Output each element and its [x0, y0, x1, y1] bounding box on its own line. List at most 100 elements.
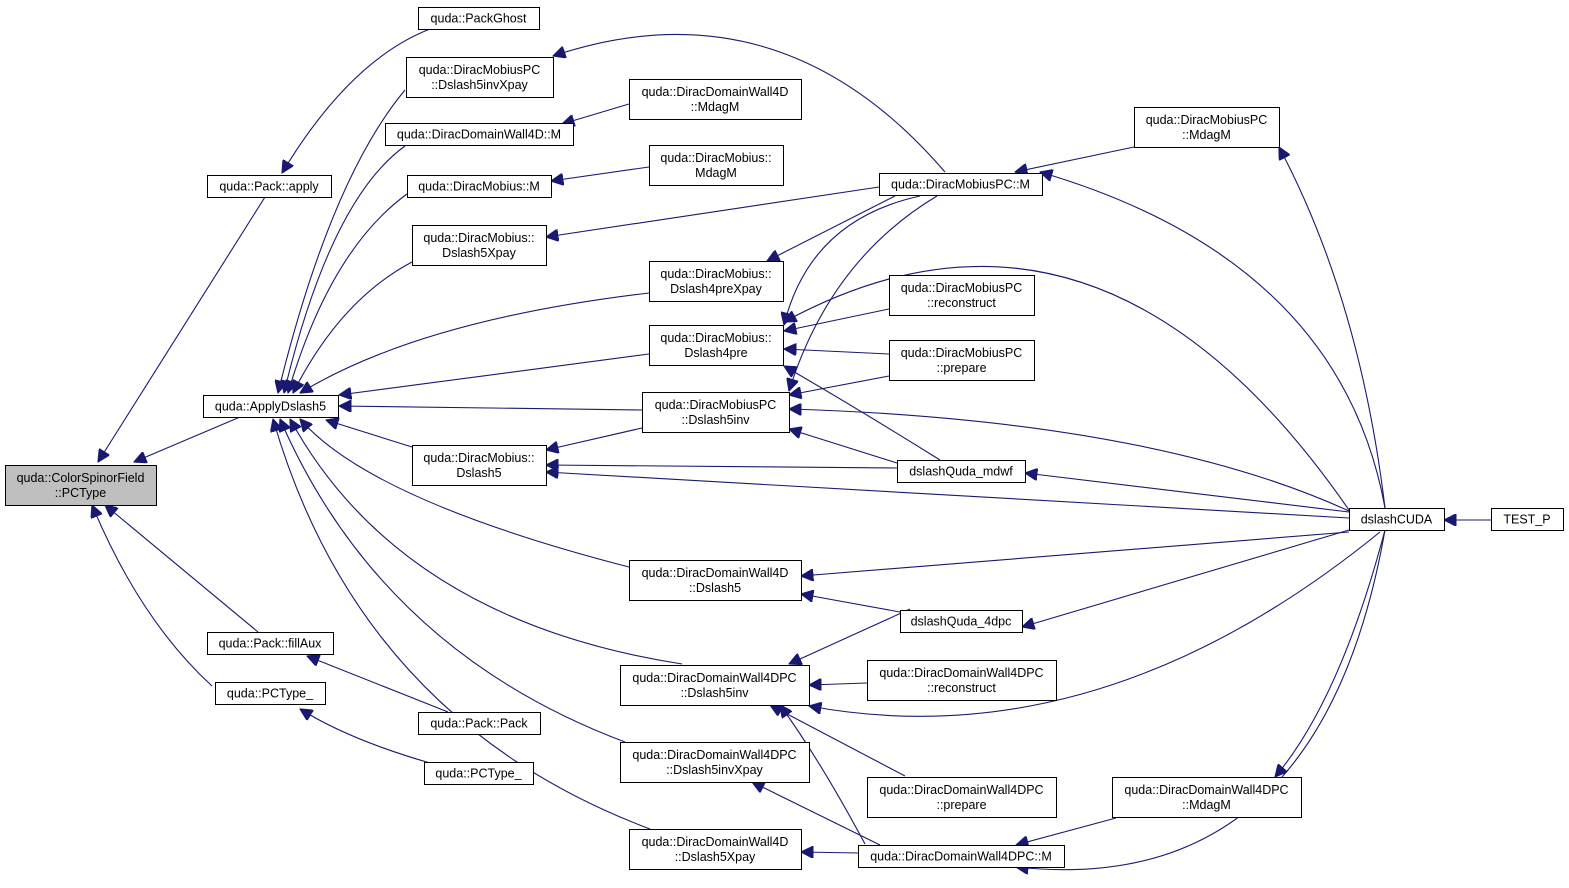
node-dw4dpcPrepare[interactable]: quda::DiracDomainWall4DPC::prepare: [867, 777, 1057, 818]
node-label: quda::DiracDomainWall4D: [642, 566, 789, 580]
node-box[interactable]: [412, 225, 547, 266]
node-dw4dpcMdagM[interactable]: quda::DiracDomainWall4DPC::MdagM: [1112, 777, 1302, 818]
node-box[interactable]: [1112, 777, 1302, 818]
node-box[interactable]: [207, 175, 332, 198]
edge-dw4dM-to-applyDslash5: [284, 145, 406, 393]
node-box[interactable]: [649, 325, 784, 366]
node-mpcMdagM[interactable]: quda::DiracMobiusPC::MdagM: [1134, 107, 1280, 148]
node-mobM[interactable]: quda::DiracMobius::M: [407, 175, 552, 198]
node-root[interactable]: quda::ColorSpinorField::PCType: [5, 465, 157, 506]
node-box[interactable]: [412, 445, 547, 486]
edge-dw4dpcM-to-dw4dpcDslash5invXpay: [752, 782, 881, 846]
node-dw4dpcM[interactable]: quda::DiracDomainWall4DPC::M: [858, 845, 1065, 868]
node-box[interactable]: [385, 123, 574, 146]
node-packPack[interactable]: quda::Pack::Pack: [418, 712, 541, 735]
edge-dw4dpcM-to-dw4dpcDslash5inv: [780, 705, 866, 845]
node-mobDslash5Xpay[interactable]: quda::DiracMobius::Dslash5Xpay: [412, 225, 547, 266]
node-box[interactable]: [858, 845, 1065, 868]
node-box[interactable]: [867, 777, 1057, 818]
node-mdwf[interactable]: dslashQuda_mdwf: [897, 460, 1026, 483]
node-mpcPrepare[interactable]: quda::DiracMobiusPC::prepare: [889, 340, 1035, 381]
edge-mdwf-to-mpcDslash5inv: [789, 429, 898, 464]
edge-mpcM-to-mobDslash4pre: [784, 195, 921, 325]
node-mobDslash4preXpay[interactable]: quda::DiracMobius::Dslash4preXpay: [649, 261, 784, 302]
node-mpcDslash5invXpay[interactable]: quda::DiracMobiusPC::Dslash5invXpay: [406, 57, 554, 98]
node-box[interactable]: [629, 79, 802, 120]
node-box[interactable]: [424, 762, 534, 785]
node-box[interactable]: [418, 712, 541, 735]
edge-dw4dDslash5-to-applyDslash5: [300, 419, 630, 568]
edge-mpcM-to-mpcDslash5inv: [789, 195, 938, 391]
node-testP[interactable]: TEST_P: [1491, 508, 1564, 531]
node-mobDslash4pre[interactable]: quda::DiracMobius::Dslash4pre: [649, 325, 784, 366]
node-box[interactable]: [629, 829, 802, 870]
node-applyDslash5[interactable]: quda::ApplyDslash5: [203, 395, 339, 418]
node-box[interactable]: [418, 7, 540, 30]
node-packGhost[interactable]: quda::PackGhost: [418, 7, 540, 30]
edge-dslashCUDA-to-mdwf: [1025, 473, 1350, 513]
node-box[interactable]: [5, 465, 157, 506]
node-box[interactable]: [407, 175, 552, 198]
node-label: quda::DiracMobiusPC: [901, 346, 1023, 360]
node-box[interactable]: [203, 395, 339, 418]
node-label: quda::DiracMobius::: [660, 331, 771, 345]
node-label: Dslash4pre: [684, 346, 747, 360]
node-box[interactable]: [215, 682, 326, 705]
node-q4dpc[interactable]: dslashQuda_4dpc: [900, 610, 1023, 633]
edge-mpcDslash5invXpay-to-applyDslash5: [278, 89, 406, 393]
node-dw4dDslash5Xpay[interactable]: quda::DiracDomainWall4D::Dslash5Xpay: [629, 829, 802, 870]
edge-dslashCUDA-to-mobDslash5: [546, 472, 1350, 519]
node-layer: quda::ColorSpinorField::PCTypequda::Pack…: [5, 7, 1564, 870]
node-box[interactable]: [649, 145, 784, 186]
edge-dslashCUDA-to-mpcM: [1040, 172, 1386, 509]
node-box[interactable]: [879, 173, 1043, 196]
node-packApply[interactable]: quda::Pack::apply: [207, 175, 332, 198]
node-box[interactable]: [1491, 508, 1564, 531]
node-label: quda::Pack::apply: [219, 180, 319, 194]
edge-packFillAux-to-root: [105, 505, 259, 633]
node-dw4dMdagM[interactable]: quda::DiracDomainWall4D::MdagM: [629, 79, 802, 120]
node-label: dslashCUDA: [1361, 513, 1433, 527]
node-label: ::prepare: [936, 361, 986, 375]
node-dw4dDslash5[interactable]: quda::DiracDomainWall4D::Dslash5: [629, 560, 802, 601]
node-label: quda::DiracMobiusPC: [655, 398, 777, 412]
edge-mobDslash4pre-to-applyDslash5: [339, 353, 650, 395]
node-box[interactable]: [867, 660, 1057, 701]
node-mpcDslash5inv[interactable]: quda::DiracMobiusPC::Dslash5inv: [642, 392, 790, 433]
node-dw4dM[interactable]: quda::DiracDomainWall4D::M: [385, 123, 574, 146]
node-box[interactable]: [649, 261, 784, 302]
node-mobDslash5[interactable]: quda::DiracMobius::Dslash5: [412, 445, 547, 486]
node-pcTypeB[interactable]: quda::PCType_: [424, 762, 534, 785]
node-box[interactable]: [900, 610, 1023, 633]
node-box[interactable]: [889, 275, 1035, 316]
node-packFillAux[interactable]: quda::Pack::fillAux: [207, 632, 334, 655]
node-dslashCUDA[interactable]: dslashCUDA: [1349, 508, 1445, 531]
node-dw4dpcDslash5inv[interactable]: quda::DiracDomainWall4DPC::Dslash5inv: [620, 665, 810, 706]
node-box[interactable]: [642, 392, 790, 433]
node-box[interactable]: [1134, 107, 1280, 148]
node-dw4dpcReconstruct[interactable]: quda::DiracDomainWall4DPC::reconstruct: [867, 660, 1057, 701]
edge-packGhost-to-packApply: [282, 28, 431, 173]
node-label: ::PCType: [55, 486, 106, 500]
node-label: ::MdagM: [691, 100, 740, 114]
node-mpcReconstruct[interactable]: quda::DiracMobiusPC::reconstruct: [889, 275, 1035, 316]
node-mobMdagM[interactable]: quda::DiracMobius::MdagM: [649, 145, 784, 186]
node-box[interactable]: [207, 632, 334, 655]
node-box[interactable]: [620, 742, 810, 783]
node-box[interactable]: [1349, 508, 1445, 531]
node-mpcM[interactable]: quda::DiracMobiusPC::M: [879, 173, 1043, 196]
node-label: quda::DiracMobius::: [423, 451, 534, 465]
node-label: quda::DiracMobius::: [423, 231, 534, 245]
node-pcTypeA[interactable]: quda::PCType_: [215, 682, 326, 705]
edge-layer: [92, 28, 1491, 870]
node-label: quda::PCType_: [435, 767, 522, 781]
node-box[interactable]: [897, 460, 1026, 483]
edge-mobDslash5-to-applyDslash5: [326, 420, 413, 448]
node-box[interactable]: [889, 340, 1035, 381]
node-box[interactable]: [406, 57, 554, 98]
edge-applyDslash5-to-root: [134, 416, 241, 462]
node-box[interactable]: [620, 665, 810, 706]
node-label: ::Dslash5invXpay: [666, 763, 763, 777]
node-dw4dpcDslash5invXpay[interactable]: quda::DiracDomainWall4DPC::Dslash5invXpa…: [620, 742, 810, 783]
node-box[interactable]: [629, 560, 802, 601]
